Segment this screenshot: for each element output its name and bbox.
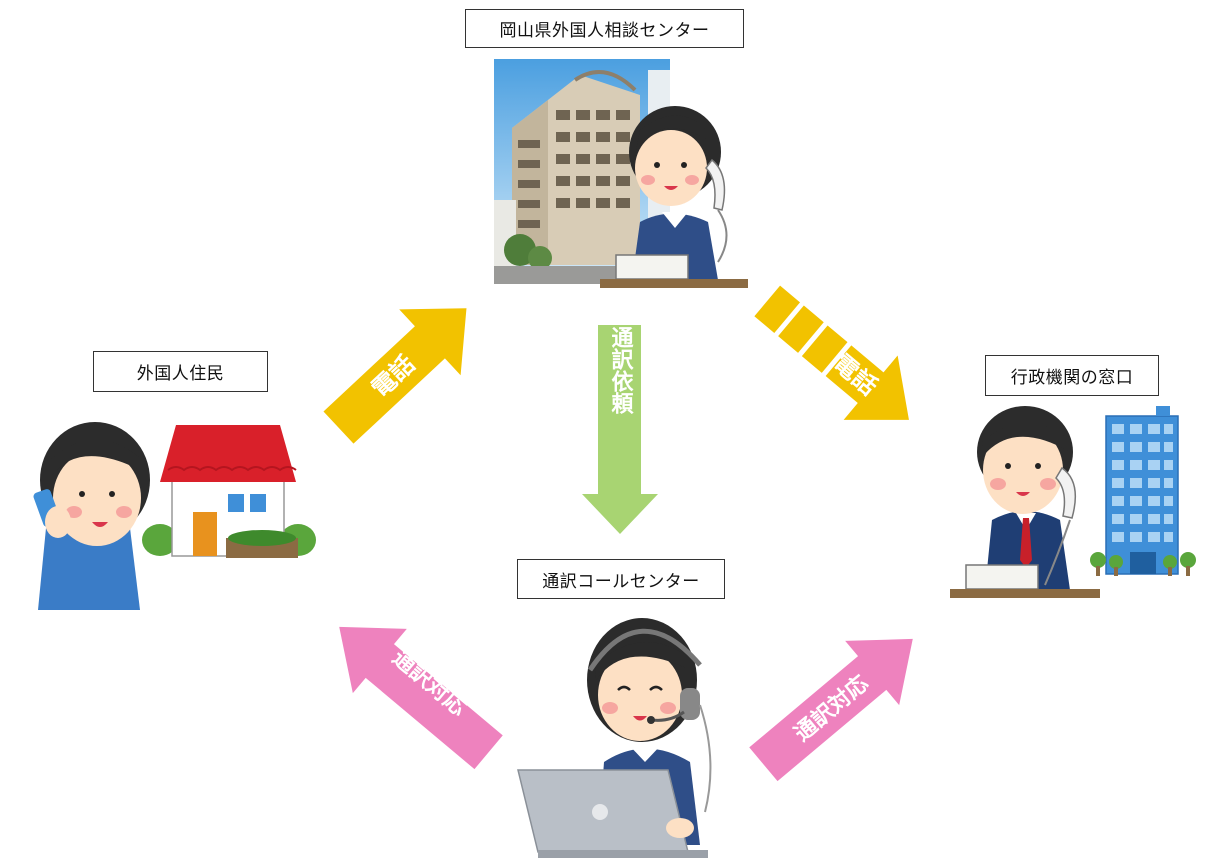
callcenter-label: 通訳コールセンター	[517, 559, 725, 599]
government-office-building-icon	[1090, 406, 1196, 576]
foreign-resident-man-icon	[33, 422, 150, 610]
arrow-callcenter-to-government: 通訳対応	[749, 638, 913, 782]
arrow-resident-to-center: 電話	[323, 308, 467, 444]
arrow-center-to-callcenter	[582, 325, 658, 534]
interpreter-operator-woman-icon	[517, 618, 712, 858]
arrow-center-to-callcenter-label: 通訳依頼	[608, 326, 634, 415]
center-label: 岡山県外国人相談センター	[465, 9, 744, 48]
center-staff-woman-icon	[600, 106, 748, 288]
resident-house-icon	[142, 425, 316, 558]
government-label: 行政機関の窓口	[985, 355, 1159, 396]
government-officer-man-icon	[950, 406, 1100, 598]
resident-label: 外国人住民	[93, 351, 268, 392]
arrow-center-to-government: 電話	[754, 285, 909, 420]
arrow-callcenter-to-resident: 通訳対応	[339, 626, 503, 770]
